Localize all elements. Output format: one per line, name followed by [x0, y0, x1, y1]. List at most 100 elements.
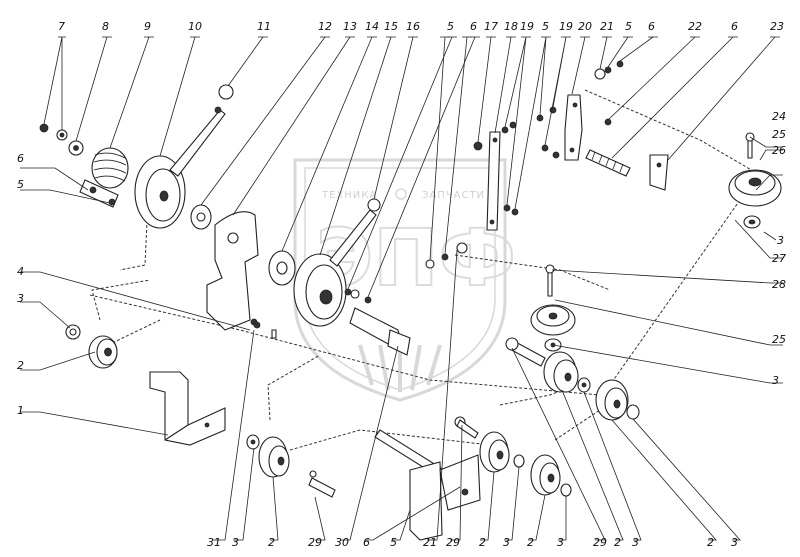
part-1-bracket — [149, 371, 226, 446]
part-2-pulley-bottom-left — [258, 436, 290, 478]
part-2-pulley-bottom-mid — [479, 431, 525, 473]
part-2-pulley-mid — [543, 351, 579, 393]
part-number-label: 19 — [520, 20, 534, 33]
part-number-label: 6 — [648, 20, 655, 33]
part-number-label: 6 — [470, 20, 477, 33]
part-number-label: 5 — [625, 20, 632, 33]
part-22-spring — [585, 118, 631, 177]
part-number-label: 3 — [232, 536, 239, 549]
part-30-bolt — [349, 307, 411, 356]
part-numbers: 7 8 9 10 11 12 13 14 15 16 5 6 17 18 19 … — [17, 20, 786, 549]
part-number-label: 2 — [479, 536, 486, 549]
part-10-pulley — [134, 109, 226, 229]
part-number-label: 3 — [731, 536, 738, 549]
watermark-text-2: ЗАПЧАСТИ — [422, 190, 485, 201]
part-number-label: 1 — [17, 404, 24, 417]
part-number-label: 5 — [447, 20, 454, 33]
part-2-pulley-right — [595, 379, 640, 421]
part-3-washer-left — [65, 324, 81, 340]
part-number-label: 2 — [17, 359, 24, 372]
part-7-nut — [39, 123, 49, 133]
watermark-text-1: ТЕХНИКА — [321, 190, 377, 201]
part-20-bracket — [564, 94, 583, 161]
part-number-label: 3 — [772, 374, 779, 387]
part-number-label: 11 — [257, 20, 271, 33]
part-19-nuts — [501, 106, 560, 216]
part-number-label: 12 — [318, 20, 332, 33]
part-29-bolt-mid — [505, 337, 546, 367]
part-number-label: 3 — [17, 292, 24, 305]
part-16-ball — [367, 198, 381, 212]
part-number-label: 2 — [707, 536, 714, 549]
part-number-label: 29 — [593, 536, 607, 549]
part-number-label: 5 — [17, 178, 24, 191]
belts — [89, 89, 761, 451]
part-9-spring — [91, 147, 129, 189]
part-13-plate — [206, 211, 259, 331]
part-3-washer-bottom-left — [246, 434, 260, 450]
part-number-label: 18 — [504, 20, 518, 33]
part-2-pulley-bottom-right — [530, 454, 572, 497]
part-3-washer-mid — [544, 338, 591, 393]
part-number-label: 17 — [484, 20, 498, 33]
part-number-label: 30 — [335, 536, 349, 549]
leader-lines — [20, 36, 783, 541]
part-14-washer — [268, 250, 296, 286]
part-number-label: 22 — [688, 20, 702, 33]
part-number-label: 3 — [503, 536, 510, 549]
part-number-label: 5 — [542, 20, 549, 33]
part-number-label: 29 — [308, 536, 322, 549]
part-11-ball — [214, 84, 234, 114]
part-number-label: 31 — [207, 536, 221, 549]
part-number-label: 9 — [144, 20, 151, 33]
part-3-washer-right — [743, 215, 761, 229]
part-number-label: 24 — [772, 110, 786, 123]
part-number-label: 4 — [17, 265, 24, 278]
part-23-bracket — [649, 154, 669, 191]
part-number-label: 10 — [188, 20, 202, 33]
part-number-label: 6 — [731, 20, 738, 33]
part-number-label: 29 — [446, 536, 460, 549]
part-number-label: 3 — [557, 536, 564, 549]
part-24-pulley-right — [728, 169, 782, 207]
part-number-label: 6 — [17, 152, 24, 165]
gear-icon — [395, 188, 407, 200]
part-number-label: 2 — [527, 536, 534, 549]
part-number-label: 15 — [384, 20, 398, 33]
part-number-label: 2 — [614, 536, 621, 549]
part-number-label: 6 — [363, 536, 370, 549]
part-number-label: 7 — [58, 20, 65, 33]
part-8-washer — [68, 140, 84, 156]
part-7-washer — [56, 129, 68, 141]
part-15-pulley — [293, 209, 377, 327]
part-31-bolt — [253, 321, 277, 339]
part-number-label: 2 — [268, 536, 275, 549]
part-number-label: 19 — [559, 20, 573, 33]
part-number-label: 8 — [102, 20, 109, 33]
part-bracket-bottom — [409, 416, 481, 541]
part-number-label: 25 — [772, 128, 786, 141]
part-number-label: 27 — [772, 252, 786, 265]
part-28-pin — [545, 264, 555, 297]
part-number-label: 5 — [390, 536, 397, 549]
part-number-label: 23 — [770, 20, 784, 33]
part-12-washer — [190, 204, 212, 230]
part-number-label: 26 — [772, 144, 786, 157]
part-number-label: 25 — [772, 333, 786, 346]
part-29-bolt-bottom — [308, 470, 336, 498]
part-5-6-bolt-left — [79, 179, 119, 208]
part-2-pulley-left — [88, 335, 118, 369]
part-number-label: 3 — [777, 234, 784, 247]
part-number-label: 28 — [772, 278, 786, 291]
part-number-label: 21 — [600, 20, 614, 33]
part-number-label: 16 — [406, 20, 420, 33]
part-25-pin-top — [745, 132, 755, 159]
part-number-label: 14 — [365, 20, 379, 33]
part-18-lever — [486, 131, 501, 231]
part-27-pulley — [530, 304, 576, 336]
part-number-label: 3 — [632, 536, 639, 549]
part-number-label: 13 — [343, 20, 357, 33]
part-5-6-bolt-mid — [425, 242, 468, 269]
